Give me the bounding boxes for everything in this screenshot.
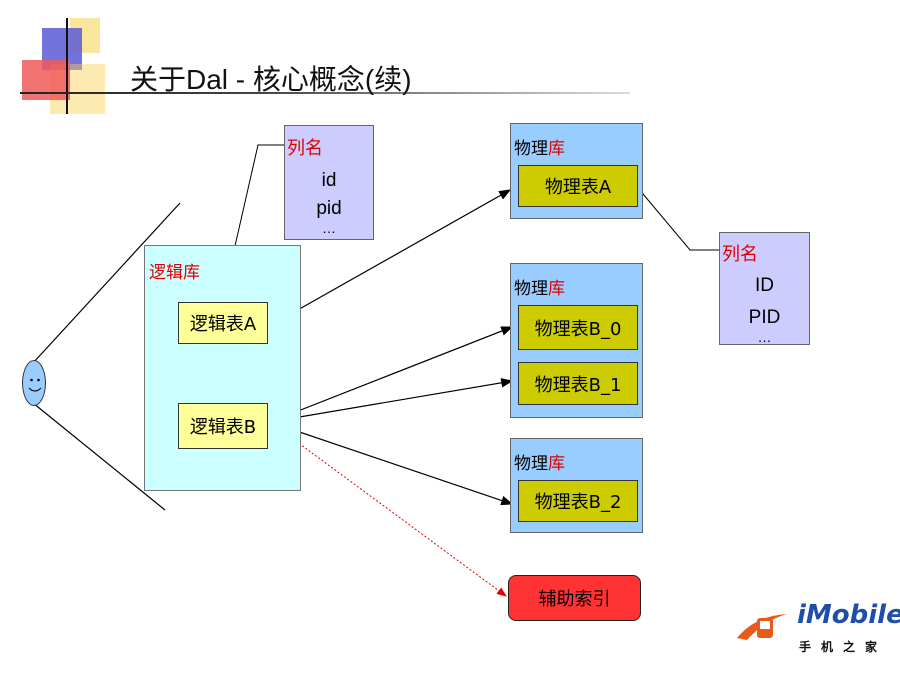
column-box-left-header: 列名 <box>287 138 323 159</box>
column-box-right-ellipsis: … <box>757 329 772 345</box>
arrow-b-to-b1 <box>269 378 514 423</box>
slide-title: 关于Dal - 核心概念(续) <box>130 64 412 95</box>
column-box-right-header: 列名 <box>722 244 758 265</box>
arrow-b-to-b0 <box>269 326 514 423</box>
physical-database-3-label-wrap: 物理库 <box>514 449 565 474</box>
callout-phys-table-a-columns <box>637 187 719 251</box>
physical-table-b0: 物理表B_0 <box>518 305 638 350</box>
logic-table-a: 逻辑表A <box>178 302 268 344</box>
face-line-upper <box>32 202 181 364</box>
logic-table-b: 逻辑表B <box>178 403 268 449</box>
arrow-b-to-index <box>269 421 507 597</box>
physical-table-b2: 物理表B_2 <box>518 480 638 522</box>
callout-logic-table-a-columns <box>224 144 284 291</box>
column-box-left-item-id: id <box>321 170 337 191</box>
arrow-a-to-phys-a <box>279 189 512 321</box>
physical-database-1-label-part2: 库 <box>548 139 565 159</box>
logo-sub-text: 手机之家 <box>799 640 888 654</box>
column-box-left: 列名 id pid … <box>284 125 374 240</box>
imobile-logo: iMobile 手机之家 <box>735 600 900 660</box>
physical-database-2-label-wrap: 物理库 <box>514 274 565 299</box>
secondary-index-box: 辅助索引 <box>508 575 641 621</box>
face-line-lower <box>32 402 166 511</box>
physical-table-b1: 物理表B_1 <box>518 362 638 405</box>
column-box-right: 列名 ID PID … <box>719 232 810 345</box>
logic-database-label: 逻辑库 <box>149 263 200 283</box>
user-face-icon <box>22 360 46 406</box>
logic-database: 逻辑库 <box>144 245 301 491</box>
title-underline <box>20 92 630 94</box>
column-box-right-item-pid: PID <box>748 307 781 328</box>
phone-swoosh-icon <box>737 614 787 640</box>
column-box-left-item-pid: pid <box>316 198 342 219</box>
column-box-left-ellipsis: … <box>322 220 336 236</box>
column-box-right-item-id: ID <box>755 275 774 296</box>
physical-database-1-label-part1: 物理 <box>514 139 548 159</box>
title-decoration-vertical-line <box>66 18 68 114</box>
physical-database-2-label-part1: 物理 <box>514 279 548 299</box>
physical-database-3-label-part1: 物理 <box>514 454 548 474</box>
physical-database-1-label-wrap: 物理库 <box>514 134 565 159</box>
logo-brand-text: iMobile <box>797 600 900 630</box>
arrow-b-to-b2 <box>269 421 514 506</box>
physical-database-3-label-part2: 库 <box>548 454 565 474</box>
physical-table-a: 物理表A <box>518 165 638 207</box>
physical-database-2-label-part2: 库 <box>548 279 565 299</box>
